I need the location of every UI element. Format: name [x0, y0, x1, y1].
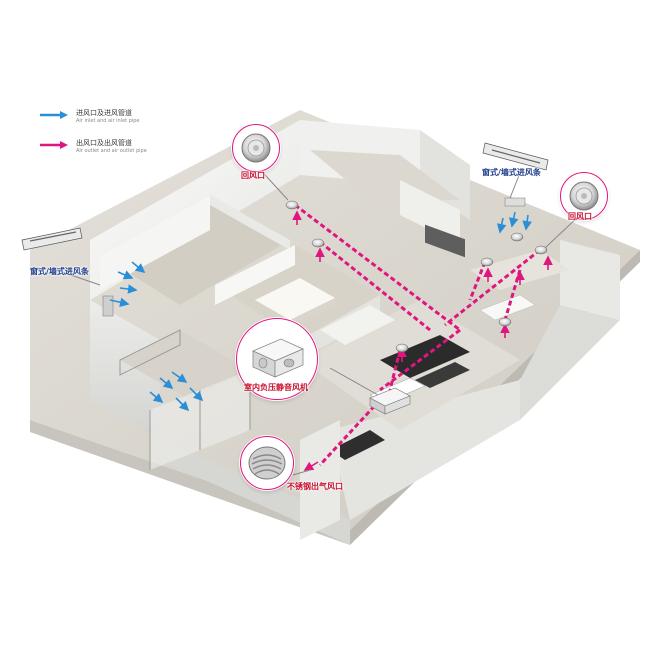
wall-inlet-label-right: 窗式/墙式进风条 — [482, 168, 541, 177]
exhaust-label: 不锈钢出气风口 — [287, 482, 343, 491]
ceiling-vents — [285, 200, 548, 353]
pink-arrow-icon — [40, 141, 68, 149]
blue-arrow-icon — [40, 111, 68, 119]
legend-inlet-label: 进风口及进风管道 — [76, 109, 132, 117]
fan-bubble — [236, 318, 318, 400]
callout-leaders — [61, 164, 581, 476]
kitchen — [310, 150, 465, 258]
wall-inlet-slot-right — [102, 197, 526, 317]
bathroom — [300, 420, 340, 540]
return-vent-bubble-2 — [560, 172, 608, 220]
balcony — [119, 329, 251, 470]
exhaust-vent-bubble — [240, 436, 294, 490]
fan-unit-inplace — [369, 387, 411, 415]
stainless-vent-icon — [248, 446, 286, 480]
fan-box-icon — [252, 338, 304, 378]
round-vent-icon — [241, 133, 271, 163]
round-vent-icon — [569, 181, 599, 211]
return-vent-label-1: 回风口 — [241, 171, 265, 180]
inlet-arrows — [109, 211, 532, 412]
return-vent-label-2: 回风口 — [568, 212, 592, 221]
bedroom-left — [100, 195, 290, 305]
fan-label: 室内负压静音风机 — [244, 383, 308, 392]
legend-outlet-sublabel: Air outlet and air outlet pipe — [76, 148, 147, 154]
legend-inlet-sublabel: Air inlet and air inlet pipe — [76, 118, 140, 124]
wall-inlet-device-right — [482, 142, 549, 171]
wall-inlet-label-left: 窗式/墙式进风条 — [30, 267, 89, 276]
outlet-arrows — [292, 210, 553, 471]
return-vent-bubble-1 — [232, 124, 280, 172]
legend-outlet-label: 出风口及出风管道 — [76, 139, 132, 147]
wall-inlet-device-left — [21, 227, 83, 251]
